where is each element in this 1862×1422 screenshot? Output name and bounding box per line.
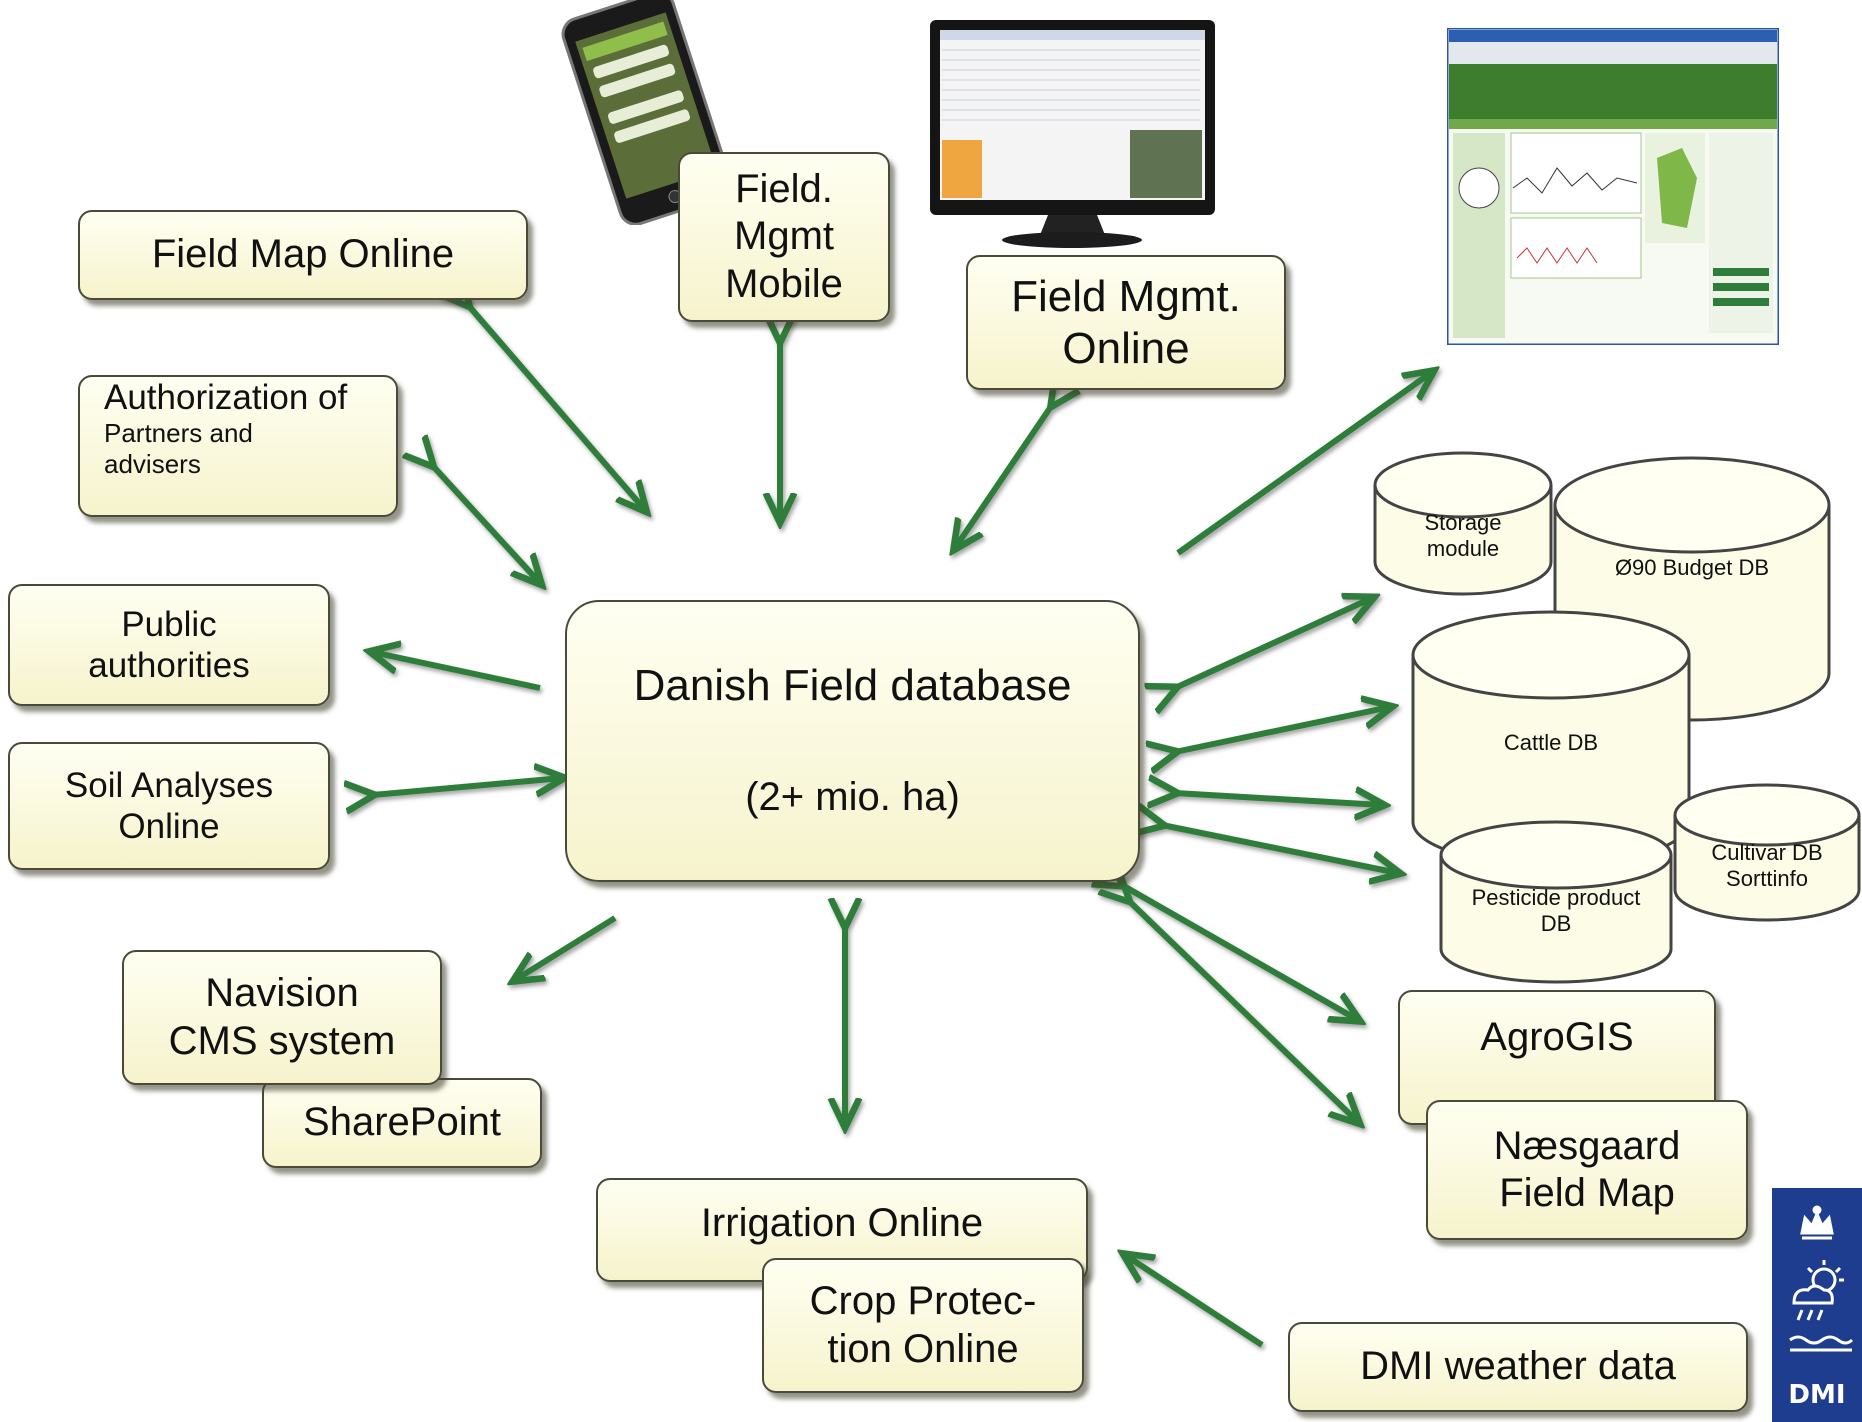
storage-module-label: Storage module (1372, 510, 1554, 563)
arrow-web-portal (1176, 372, 1432, 556)
soil-analyses-line2: Online (118, 807, 220, 846)
cultivar-line2: Sorttinfo (1726, 866, 1808, 892)
field-mgmt-online-line2: Online (1062, 323, 1190, 373)
dmi-weather-data-box: DMI weather data (1288, 1322, 1748, 1412)
authorization-line3: advisers (104, 448, 201, 479)
pesticide-db-label: Pesticide product DB (1438, 885, 1674, 938)
web-portal-screenshot-image (1447, 28, 1779, 345)
field-mgmt-online-line1: Field Mgmt. (1011, 271, 1241, 321)
field-mgmt-mobile-line1: Field. (735, 167, 833, 212)
authorization-line1: Authorization of (104, 378, 348, 417)
field-map-online-box: Field Map Online (78, 210, 528, 300)
crop-protection-line2: tion Online (827, 1326, 1019, 1371)
field-mgmt-mobile-box: Field. Mgmt Mobile (678, 152, 890, 322)
arrow-field-map-online (468, 305, 645, 510)
dmi-weather-data-label: DMI weather data (1360, 1344, 1676, 1389)
dmi-crown-sun-icon (1789, 1205, 1854, 1352)
naesgaard-line2: Field Map (1499, 1171, 1675, 1215)
pesticide-db-cylinder: Pesticide product DB (1438, 815, 1674, 985)
navision-line1: Navision (205, 971, 359, 1016)
arrow-field-mgmt-online (955, 405, 1052, 548)
crop-protection-line1: Crop Protec- (809, 1279, 1037, 1324)
cultivar-db-label: Cultivar DB Sorttinfo (1672, 840, 1862, 893)
arrow-naesgaard (1128, 900, 1358, 1122)
arrow-public-authorities (372, 652, 541, 691)
pesticide-line2: DB (1540, 911, 1572, 937)
navision-box: Navision CMS system (122, 950, 442, 1085)
budget-db-label: Ø90 Budget DB (1614, 555, 1770, 580)
authorization-box: Authorization of Partners and advisers (78, 375, 398, 517)
soil-analyses-box: Soil Analyses Online (8, 742, 330, 870)
public-authorities-line2: authorities (88, 646, 250, 685)
arrow-cattle-db (1175, 707, 1390, 752)
soil-analyses-line1: Soil Analyses (64, 765, 274, 805)
field-mgmt-mobile-line2: Mgmt (734, 214, 834, 259)
crop-protection-box: Crop Protec- tion Online (762, 1258, 1084, 1393)
arrow-agrogis (1122, 885, 1358, 1020)
navision-line2: CMS system (168, 1018, 396, 1063)
arrow-pesticide-db (1162, 825, 1398, 873)
cultivar-db-cylinder: Cultivar DB Sorttinfo (1672, 782, 1862, 922)
sharepoint-box: SharePoint (262, 1078, 542, 1168)
field-mgmt-online-box: Field Mgmt. Online (966, 255, 1286, 390)
cattle-db-label: Cattle DB (1503, 730, 1599, 755)
arrow-storage-db (1175, 598, 1372, 688)
naesgaard-box: Næsgaard Field Map (1426, 1100, 1748, 1240)
agrogis-label: AgroGIS (1480, 1015, 1634, 1059)
arrow-navision (515, 915, 617, 980)
sharepoint-label: SharePoint (303, 1100, 501, 1145)
storage-line2: module (1426, 536, 1500, 562)
field-mgmt-mobile-line3: Mobile (725, 261, 843, 306)
arrow-soil-analyses (372, 778, 562, 795)
cultivar-line1: Cultivar DB (1711, 840, 1823, 865)
center-title: Danish Field database (633, 661, 1072, 711)
center-subtitle: (2+ mio. ha) (745, 775, 960, 820)
public-authorities-box: Public authorities (8, 584, 330, 706)
irrigation-online-label: Irrigation Online (700, 1201, 984, 1245)
storage-line1: Storage (1424, 510, 1502, 535)
dmi-logo-text: DMI (1788, 1380, 1846, 1410)
desktop-monitor-image (930, 20, 1215, 248)
arrow-dmi-weather (1125, 1255, 1264, 1348)
dmi-logo: DMI (1772, 1188, 1862, 1422)
public-authorities-line1: Public (121, 604, 217, 644)
pesticide-line1: Pesticide product (1471, 885, 1641, 910)
naesgaard-line1: Næsgaard (1493, 1123, 1681, 1168)
authorization-line2: Partners and (104, 418, 253, 449)
danish-field-database-box: Danish Field database (2+ mio. ha) (565, 600, 1140, 882)
field-map-online-label: Field Map Online (151, 232, 455, 277)
arrow-cattle-db-2 (1175, 793, 1382, 805)
arrow-authorization (432, 465, 540, 583)
storage-module-cylinder: Storage module (1372, 450, 1554, 598)
